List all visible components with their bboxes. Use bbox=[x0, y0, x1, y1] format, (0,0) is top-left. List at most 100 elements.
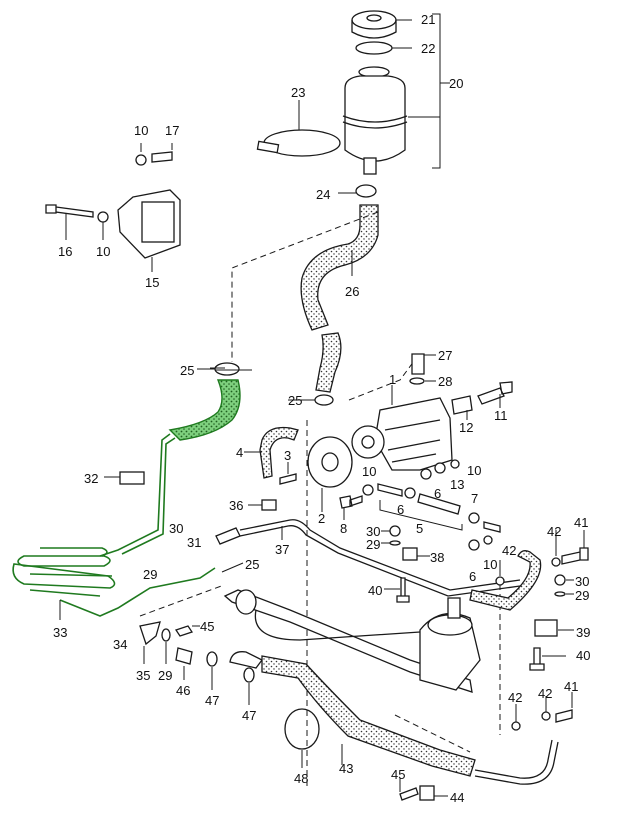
part-label-38: 38 bbox=[430, 550, 445, 565]
part-label-40: 40 bbox=[368, 583, 383, 598]
part-label-2: 2 bbox=[318, 511, 326, 526]
part-label-30: 30 bbox=[366, 524, 381, 539]
part-label-22: 22 bbox=[421, 41, 436, 56]
washer-10c bbox=[362, 484, 374, 496]
nut-6c bbox=[468, 539, 480, 551]
reservoir-seal-ring bbox=[355, 41, 393, 55]
part-label-45: 45 bbox=[200, 619, 215, 634]
hose-clamp-23 bbox=[256, 129, 341, 157]
oil-cooler-33 bbox=[12, 547, 216, 617]
washer-10b bbox=[97, 211, 109, 223]
part-label-29: 29 bbox=[158, 668, 173, 683]
return-pipe bbox=[474, 739, 559, 785]
seal-28 bbox=[409, 377, 425, 385]
part-label-6: 6 bbox=[469, 569, 477, 584]
nut-6a bbox=[404, 487, 416, 499]
bolt-rear bbox=[483, 521, 501, 533]
part-label-4: 4 bbox=[236, 445, 244, 460]
part-label-26: 26 bbox=[345, 284, 360, 299]
part-label-42: 42 bbox=[538, 686, 553, 701]
part-label-45: 45 bbox=[391, 767, 406, 782]
clip-36 bbox=[261, 499, 277, 511]
part-label-42: 42 bbox=[508, 690, 523, 705]
bolt-45b bbox=[399, 787, 419, 801]
part-label-10: 10 bbox=[483, 557, 498, 572]
clip-35 bbox=[139, 621, 161, 646]
part-label-28: 28 bbox=[438, 374, 453, 389]
part-label-1: 1 bbox=[389, 372, 397, 387]
bolt-17 bbox=[151, 151, 173, 163]
reservoir-cap bbox=[351, 10, 397, 39]
clip-32 bbox=[119, 471, 145, 485]
part-label-44: 44 bbox=[450, 790, 465, 805]
part-label-42: 42 bbox=[502, 543, 517, 558]
pressure-line-37 bbox=[239, 519, 521, 597]
part-label-5: 5 bbox=[416, 521, 424, 536]
spacer-13 bbox=[434, 462, 446, 474]
part-label-25: 25 bbox=[180, 363, 195, 378]
adjuster-5 bbox=[417, 493, 461, 515]
part-label-20: 20 bbox=[449, 76, 464, 91]
nut-7 bbox=[468, 512, 480, 524]
clamp-38 bbox=[402, 547, 418, 561]
part-label-42: 42 bbox=[547, 524, 562, 539]
bolt-40a bbox=[396, 577, 410, 603]
mounting-bracket-15 bbox=[117, 189, 181, 259]
pressure-hose-43 bbox=[261, 655, 476, 777]
hose-clamp-25a bbox=[214, 362, 240, 376]
part-label-24: 24 bbox=[316, 187, 331, 202]
part-label-34: 34 bbox=[113, 637, 128, 652]
part-label-29: 29 bbox=[575, 588, 590, 603]
bolt-11 bbox=[477, 381, 513, 405]
steering-rack bbox=[223, 589, 481, 693]
part-label-47: 47 bbox=[242, 708, 257, 723]
part-label-21: 21 bbox=[421, 12, 436, 27]
part-label-41: 41 bbox=[574, 515, 589, 530]
power-steering-pump-1 bbox=[351, 397, 453, 471]
part-label-3: 3 bbox=[284, 448, 292, 463]
tensioner-bolt bbox=[377, 483, 403, 497]
washer-29b bbox=[389, 540, 401, 546]
washer-47a bbox=[206, 651, 218, 667]
part-label-30: 30 bbox=[169, 521, 184, 536]
nut-6b bbox=[420, 468, 432, 480]
clamp-44 bbox=[419, 785, 435, 801]
part-label-30: 30 bbox=[575, 574, 590, 589]
part-label-43: 43 bbox=[339, 761, 354, 776]
part-label-6: 6 bbox=[397, 502, 405, 517]
hose-clamp-25b bbox=[314, 394, 334, 406]
sleeve-12 bbox=[451, 395, 473, 415]
part-label-13: 13 bbox=[450, 477, 465, 492]
part-label-8: 8 bbox=[340, 521, 348, 536]
part-label-47: 47 bbox=[205, 693, 220, 708]
clamp-39 bbox=[534, 619, 558, 637]
banjo-bolt-46 bbox=[175, 647, 193, 665]
part-label-40: 40 bbox=[576, 648, 591, 663]
part-label-12: 12 bbox=[459, 420, 474, 435]
washer-47b bbox=[243, 667, 255, 683]
washer-29c bbox=[554, 591, 566, 597]
part-label-31: 31 bbox=[187, 535, 202, 550]
washer-42b bbox=[551, 557, 561, 567]
washer-10e bbox=[483, 535, 493, 545]
return-hose-26 bbox=[300, 204, 379, 331]
part-label-39: 39 bbox=[576, 625, 591, 640]
part-label-17: 17 bbox=[165, 123, 180, 138]
bolt-40b bbox=[529, 647, 545, 671]
part-label-41: 41 bbox=[564, 679, 579, 694]
part-label-36: 36 bbox=[229, 498, 244, 513]
part-label-29: 29 bbox=[366, 537, 381, 552]
fitting-27 bbox=[411, 353, 425, 375]
return-hose-right bbox=[469, 550, 542, 611]
nut-30c bbox=[554, 574, 566, 586]
part-label-48: 48 bbox=[294, 771, 309, 786]
washer-29d bbox=[161, 628, 171, 642]
part-label-6: 6 bbox=[434, 486, 442, 501]
part-label-46: 46 bbox=[176, 683, 191, 698]
bolt-3 bbox=[279, 473, 297, 485]
washer-42d bbox=[541, 711, 551, 721]
part-label-27: 27 bbox=[438, 348, 453, 363]
part-label-23: 23 bbox=[291, 85, 306, 100]
part-label-10: 10 bbox=[467, 463, 482, 478]
